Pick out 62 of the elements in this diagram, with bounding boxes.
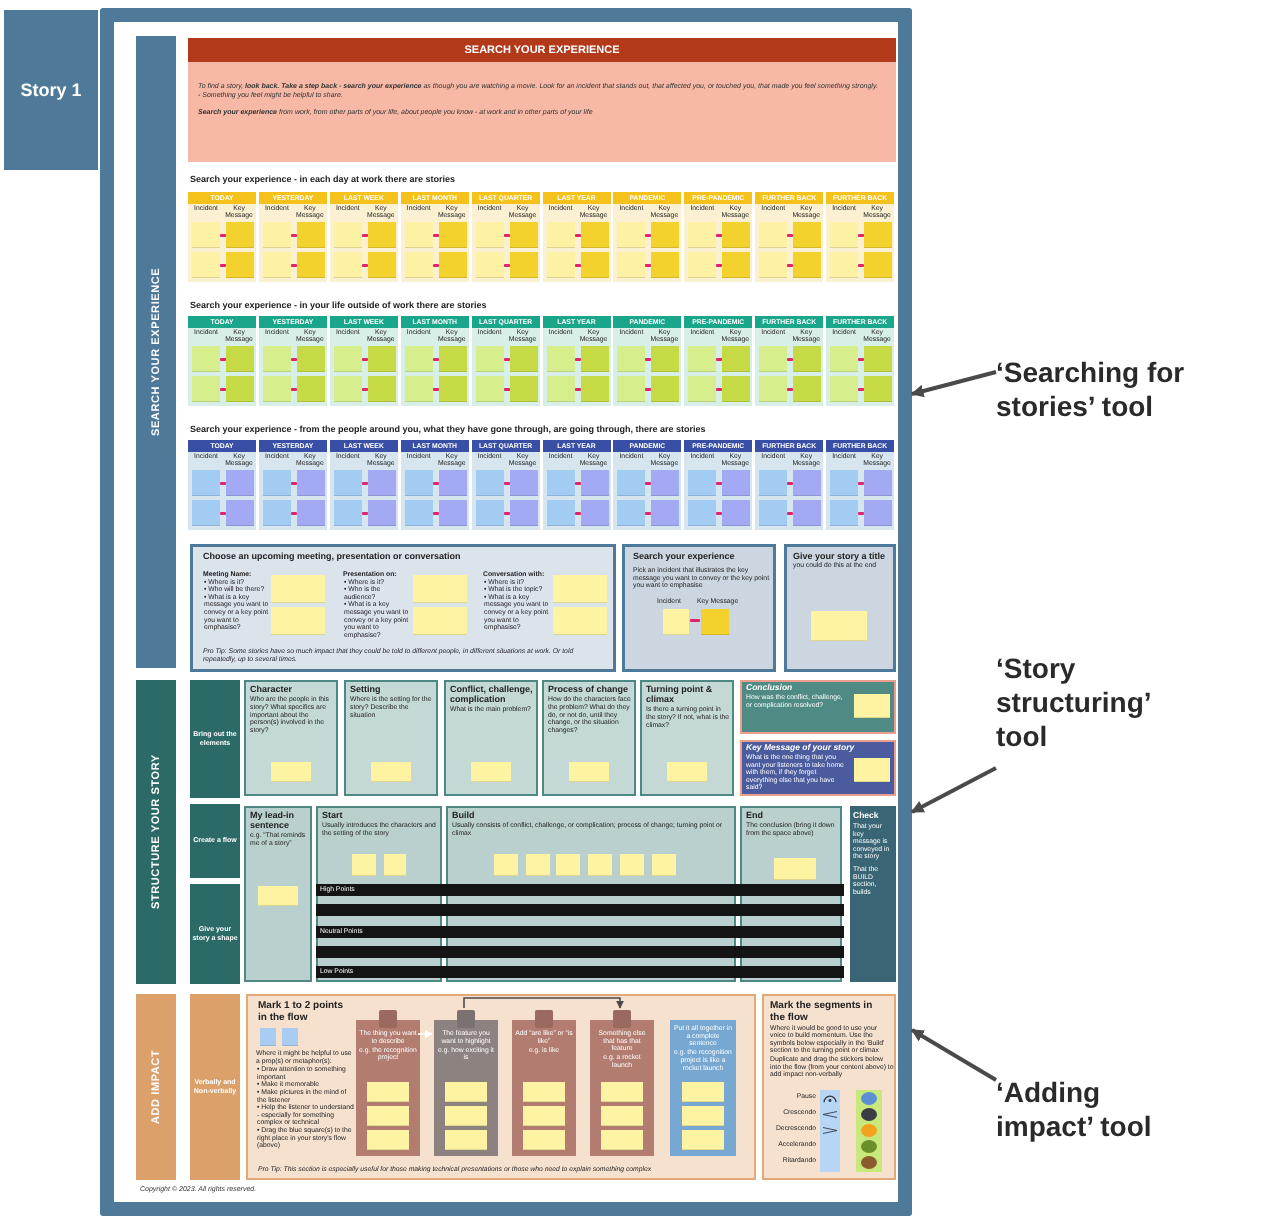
column-card <box>400 192 469 282</box>
arrow <box>463 997 624 1009</box>
column-card <box>826 192 895 282</box>
segments-panel <box>762 994 896 1180</box>
story-element-card <box>244 680 338 796</box>
column-card <box>329 440 398 530</box>
metaphor-card <box>670 1020 736 1156</box>
column-card <box>188 440 256 530</box>
highlight-card <box>740 680 896 734</box>
metaphor-card <box>434 1010 498 1156</box>
column-card <box>684 440 753 530</box>
column-card <box>542 316 611 406</box>
story-element-card <box>344 680 438 796</box>
column-card <box>613 440 682 530</box>
highlight-card <box>740 740 896 796</box>
column-card <box>542 192 611 282</box>
column-card <box>471 440 540 530</box>
annotation-text: ‘Story structuring’ tool <box>996 652 1204 755</box>
poster-frame <box>100 8 912 1216</box>
column-card <box>400 440 469 530</box>
impact-panel <box>246 994 756 1180</box>
story-element-card <box>640 680 734 796</box>
story-tab: Story 1 <box>4 10 98 170</box>
shape-bar <box>316 946 844 958</box>
column-card <box>329 316 398 406</box>
story-element-card <box>444 680 538 796</box>
column-card <box>755 192 824 282</box>
column-card <box>684 192 753 282</box>
column-card <box>755 316 824 406</box>
metaphor-card <box>356 1010 420 1156</box>
story-element-card <box>542 680 636 796</box>
annotation-text: ‘Adding impact’ tool <box>996 1076 1204 1145</box>
search-panel <box>622 544 776 672</box>
column-card <box>471 316 540 406</box>
column-card <box>400 316 469 406</box>
column-card <box>826 316 895 406</box>
column-card <box>471 192 540 282</box>
column-card <box>755 440 824 530</box>
column-card <box>613 316 682 406</box>
planning-panel <box>190 544 616 672</box>
check-card <box>850 806 896 982</box>
arrow <box>910 370 997 398</box>
column-card <box>188 316 256 406</box>
column-card <box>258 316 327 406</box>
column-card <box>258 192 327 282</box>
metaphor-card <box>590 1010 654 1156</box>
title-panel <box>784 544 896 672</box>
arrow <box>910 1028 998 1082</box>
column-card <box>684 316 753 406</box>
column-card <box>542 440 611 530</box>
column-card <box>188 192 256 282</box>
shape-bar <box>316 904 844 916</box>
flow-card <box>244 806 312 982</box>
column-card <box>258 440 327 530</box>
arrow <box>417 1030 433 1038</box>
column-card <box>329 192 398 282</box>
arrow <box>910 766 997 814</box>
column-card <box>613 192 682 282</box>
column-card <box>826 440 895 530</box>
annotation-text: ‘Searching for stories’ tool <box>996 356 1204 425</box>
metaphor-card <box>512 1010 576 1156</box>
intro-panel <box>188 38 896 162</box>
